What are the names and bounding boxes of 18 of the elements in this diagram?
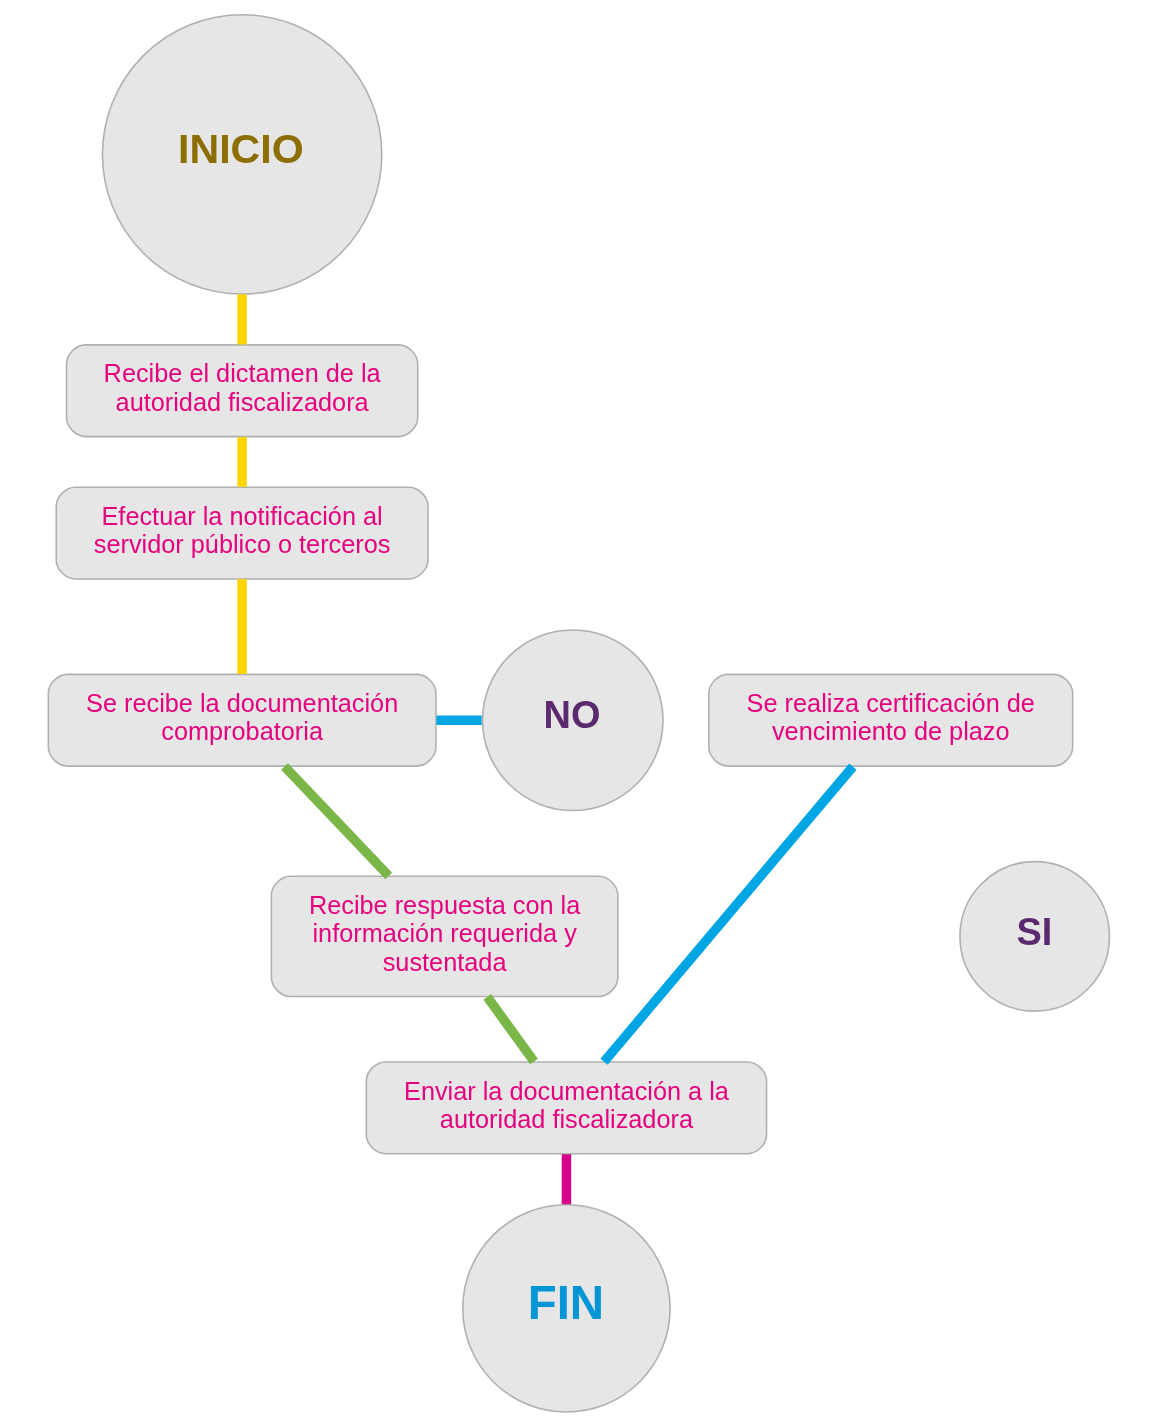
connector [482, 994, 538, 1065]
connector [599, 763, 857, 1065]
node-box: Se realiza certificación de vencimiento de plazo [707, 673, 1073, 767]
node-box: Se recibe la documentación comprobatoria [47, 673, 437, 767]
connector [236, 437, 247, 487]
node-circle: INICIO [101, 13, 383, 295]
connector [236, 294, 247, 345]
node-box: Efectuar la notificación al servidor público o terceros [54, 486, 429, 580]
connector [236, 579, 247, 674]
node-circle: NO [481, 629, 664, 812]
connector [280, 763, 392, 880]
node-circle: SI [958, 860, 1110, 1012]
node-circle: FIN [461, 1203, 671, 1413]
node-box: Recibe el dictamen de la autoridad fiscalizadora [65, 344, 419, 438]
connector [561, 1154, 571, 1205]
connector [436, 715, 482, 725]
node-box: Recibe respuesta con la información requerida y sustentada [270, 875, 619, 998]
node-box: Enviar la documentación a la autoridad fiscalizadora [365, 1061, 767, 1155]
